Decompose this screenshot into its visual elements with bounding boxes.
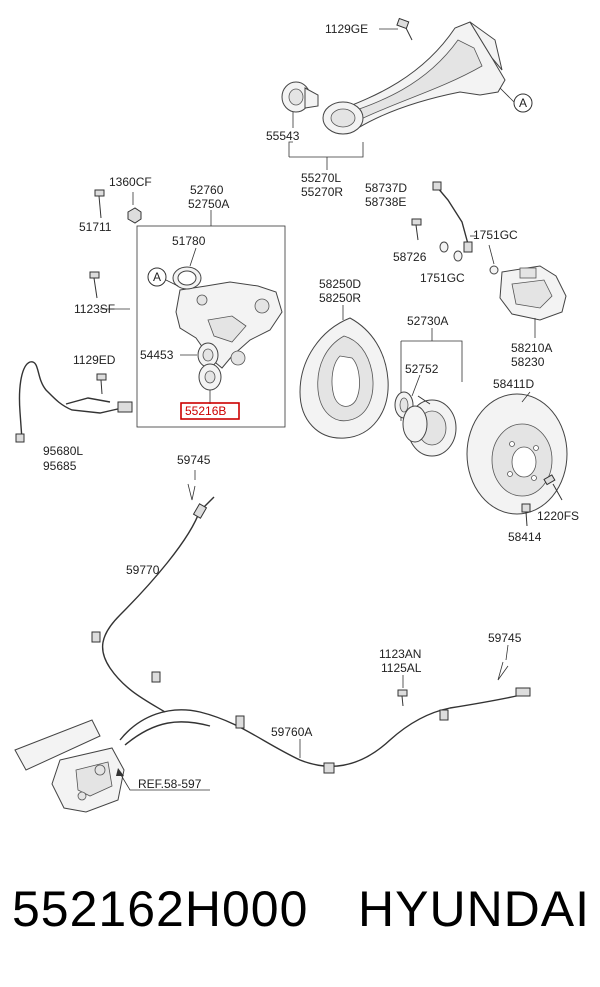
label-55543: 55543 [266,129,300,143]
label-95685: 95685 [43,459,77,473]
screw-58414 [521,503,531,527]
label-1123AN: 1123AN [379,647,421,661]
ring-51780 [172,266,202,290]
trailing-arm [322,21,506,135]
label-55270L: 55270L [301,171,341,185]
label-58738E: 58738E [365,195,406,209]
brake-pipe [432,181,473,253]
parking-lever [14,719,125,813]
cable-59770 [91,496,215,713]
label-59745-b: 59745 [488,631,522,645]
label-1751GC-a: 1751GC [473,228,518,242]
bolt-58726 [411,218,422,241]
washer-1751GC [439,241,499,275]
label-55270R: 55270R [301,185,343,199]
pin-59745-top [187,483,196,501]
label-1129GE: 1129GE [325,22,368,36]
label-52752: 52752 [405,362,439,376]
label-51711: 51711 [79,220,112,234]
brake-disc [466,393,568,515]
label-52760: 52760 [190,183,224,197]
label-58210A: 58210A [511,341,552,355]
label-58726: 58726 [393,250,427,264]
cable-59760A [119,687,531,774]
label-1123SF: 1123SF [74,302,115,316]
bushing-55543 [281,81,319,113]
caption-bar: 552162H000 HYUNDAI [0,880,600,960]
label-95680L: 95680L [43,444,83,458]
label-ref-58-597: REF.58-597 [138,777,202,791]
label-59760A: 59760A [271,725,312,739]
caliper [499,265,567,321]
label-52750A: 52750A [188,197,229,211]
abs-sensor-wire [15,361,133,443]
label-A-top: A [519,96,527,110]
bolt-1123SF [89,271,100,299]
label-58250R: 58250R [319,291,361,305]
label-51780: 51780 [172,234,206,248]
highlight-box [180,402,240,420]
label-59770: 59770 [126,563,160,577]
screw-1220FS [543,474,563,501]
label-54453: 54453 [140,348,174,362]
part-number-caption: 552162H000 [12,881,309,937]
label-1360CF: 1360CF [109,175,152,189]
brand-caption: HYUNDAI [358,881,591,937]
label-1751GC-b: 1751GC [420,271,465,285]
bushing-54453 [197,342,219,368]
label-59745-a: 59745 [177,453,211,467]
label-58414: 58414 [508,530,542,544]
label-52730A: 52730A [407,314,448,328]
pin-59745-right [497,661,509,681]
nut-1360CF [127,207,142,224]
bolt-51711 [94,189,105,219]
bolt-1129ED [96,373,107,395]
label-58411D: 58411D [493,377,534,391]
bushing-55216B [198,363,222,391]
label-1125AL: 1125AL [381,661,422,675]
hub-bearing [394,391,457,457]
parts-diagram: 1129GE 55543 55270L 55270R A 1360CF 5171… [14,17,579,813]
label-55216B: 55216B [185,404,226,418]
label-A-left: A [153,270,161,284]
label-1129ED: 1129ED [73,353,116,367]
bolt-1129GE [396,17,413,41]
label-58737D: 58737D [365,181,407,195]
label-1220FS: 1220FS [537,509,579,523]
label-58230: 58230 [511,355,545,369]
backing-plate [299,317,389,439]
bolt-1123AN [397,689,408,707]
label-58250D: 58250D [319,277,361,291]
